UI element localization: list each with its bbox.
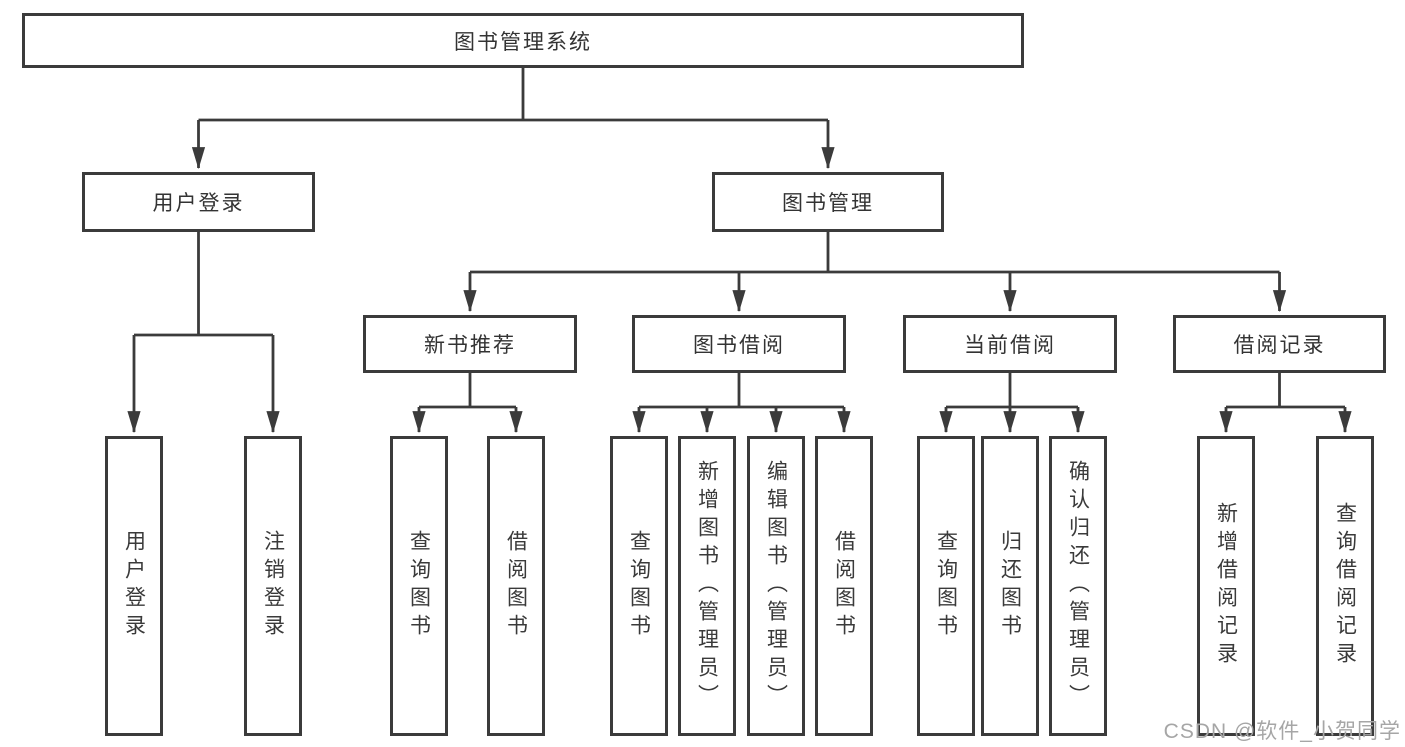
node-root-label: 图书管理系统 — [454, 30, 592, 54]
leaf-logout-label: 注销登录 — [261, 530, 285, 642]
leaf-bb-add-books-admin-label: 新增图书（管理员） — [695, 460, 719, 712]
node-current-borrow: 当前借阅 — [903, 315, 1117, 373]
leaf-cb-return-books-label: 归还图书 — [998, 530, 1022, 642]
leaf-nb-borrow-books-label: 借阅图书 — [504, 530, 528, 642]
node-book-management-label: 图书管理 — [782, 192, 874, 215]
leaf-br-query-record-label: 查询借阅记录 — [1333, 502, 1357, 670]
leaf-br-add-record-label: 新增借阅记录 — [1214, 502, 1238, 670]
node-user-login-label: 用户登录 — [152, 192, 245, 215]
node-book-management: 图书管理 — [712, 172, 944, 232]
leaf-cb-return-books: 归还图书 — [981, 436, 1039, 736]
node-borrow-records: 借阅记录 — [1173, 315, 1386, 373]
leaf-cb-confirm-return-admin: 确认归还（管理员） — [1049, 436, 1107, 736]
leaf-br-query-record: 查询借阅记录 — [1316, 436, 1374, 736]
leaf-bb-add-books-admin: 新增图书（管理员） — [678, 436, 736, 736]
leaf-bb-query-books: 查询图书 — [610, 436, 668, 736]
csdn-watermark: CSDN @软件_小贺同学 — [1163, 720, 1401, 743]
node-borrow-records-label: 借阅记录 — [1233, 334, 1326, 357]
leaf-user-login-label: 用户登录 — [122, 530, 146, 642]
leaf-nb-query-books-label: 查询图书 — [407, 530, 431, 642]
node-current-borrow-label: 当前借阅 — [964, 334, 1056, 357]
node-new-book-recommend: 新书推荐 — [363, 315, 577, 373]
leaf-bb-edit-books-admin-label: 编辑图书（管理员） — [764, 460, 788, 712]
node-new-book-recommend-label: 新书推荐 — [424, 334, 516, 357]
leaf-bb-borrow-books: 借阅图书 — [815, 436, 873, 736]
leaf-bb-query-books-label: 查询图书 — [627, 530, 651, 642]
leaf-bb-edit-books-admin: 编辑图书（管理员） — [747, 436, 805, 736]
node-root-library-system: 图书管理系统 — [22, 13, 1024, 68]
leaf-user-login: 用户登录 — [105, 436, 163, 736]
leaf-cb-query-books: 查询图书 — [917, 436, 975, 736]
node-book-borrow: 图书借阅 — [632, 315, 846, 373]
node-book-borrow-label: 图书借阅 — [693, 334, 785, 357]
leaf-nb-query-books: 查询图书 — [390, 436, 448, 736]
leaf-bb-borrow-books-label: 借阅图书 — [832, 530, 856, 642]
leaf-nb-borrow-books: 借阅图书 — [487, 436, 545, 736]
leaf-br-add-record: 新增借阅记录 — [1197, 436, 1255, 736]
leaf-cb-query-books-label: 查询图书 — [934, 530, 958, 642]
leaf-logout: 注销登录 — [244, 436, 302, 736]
node-user-login: 用户登录 — [82, 172, 315, 232]
leaf-cb-confirm-return-admin-label: 确认归还（管理员） — [1066, 460, 1090, 712]
